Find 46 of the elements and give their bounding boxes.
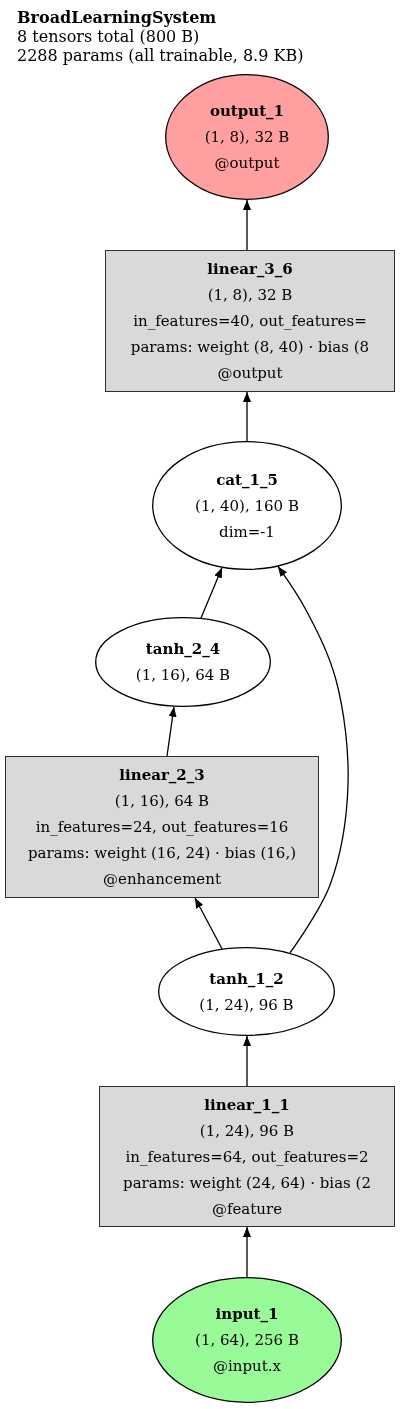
node-name: linear_1_1 [204, 1094, 290, 1116]
node-name: linear_3_6 [207, 259, 293, 280]
arrow [200, 567, 223, 619]
node-detail: (1, 24), 96 B [199, 1120, 295, 1142]
tensor-ellipse [95, 617, 271, 707]
arrow [243, 1035, 251, 1087]
arrow [166, 706, 177, 757]
node-detail: (1, 64), 256 B [195, 1330, 299, 1351]
node-detail: params: weight (16, 24) · bias (16,) [27, 843, 297, 864]
tensor-ellipse [152, 441, 342, 570]
node-detail: dim=-1 [219, 521, 275, 543]
node-detail: (1, 8), 32 B [207, 285, 293, 306]
node-name: output_1 [209, 101, 285, 122]
node-detail: @feature [211, 1198, 283, 1220]
node-name: linear_2_3 [119, 765, 205, 786]
node-detail: in_features=64, out_features=2 [125, 1146, 369, 1168]
layer-box [5, 756, 319, 898]
tensor-ellipse [158, 947, 335, 1036]
tensor-ellipse [165, 74, 329, 200]
node-detail: (1, 40), 160 B [195, 495, 299, 517]
node-detail: params: weight (24, 64) · bias (2 [123, 1172, 371, 1194]
node-detail: in_features=24, out_features=16 [35, 817, 289, 838]
arrow [277, 565, 349, 954]
node-name: tanh_2_4 [145, 639, 221, 660]
node-detail: in_features=40, out_features= [133, 311, 367, 332]
layer-box [99, 1086, 395, 1227]
diagram-title: BroadLearningSystem [17, 8, 217, 27]
node-name: input_1 [215, 1304, 279, 1325]
arrow [194, 897, 223, 950]
layer-box [105, 250, 395, 392]
node-detail: (1, 8), 32 B [204, 127, 290, 148]
arrow [243, 199, 251, 251]
summary-line: 8 tensors total (800 B) [17, 27, 200, 46]
node-name: cat_1_5 [216, 469, 278, 491]
arrow [243, 1226, 251, 1278]
node-detail: (1, 16), 64 B [114, 791, 210, 812]
node-detail: @output [214, 153, 280, 174]
tensor-ellipse [152, 1277, 342, 1403]
node-detail: (1, 16), 64 B [135, 665, 231, 686]
node-detail: (1, 24), 96 B [199, 994, 294, 1016]
node-detail: @input.x [213, 1356, 281, 1377]
node-detail: @output [217, 363, 283, 384]
node-name: tanh_1_2 [209, 968, 284, 990]
arrow [243, 391, 251, 442]
node-detail: @enhancement [103, 869, 221, 890]
node-detail: params: weight (8, 40) · bias (8 [130, 337, 370, 358]
